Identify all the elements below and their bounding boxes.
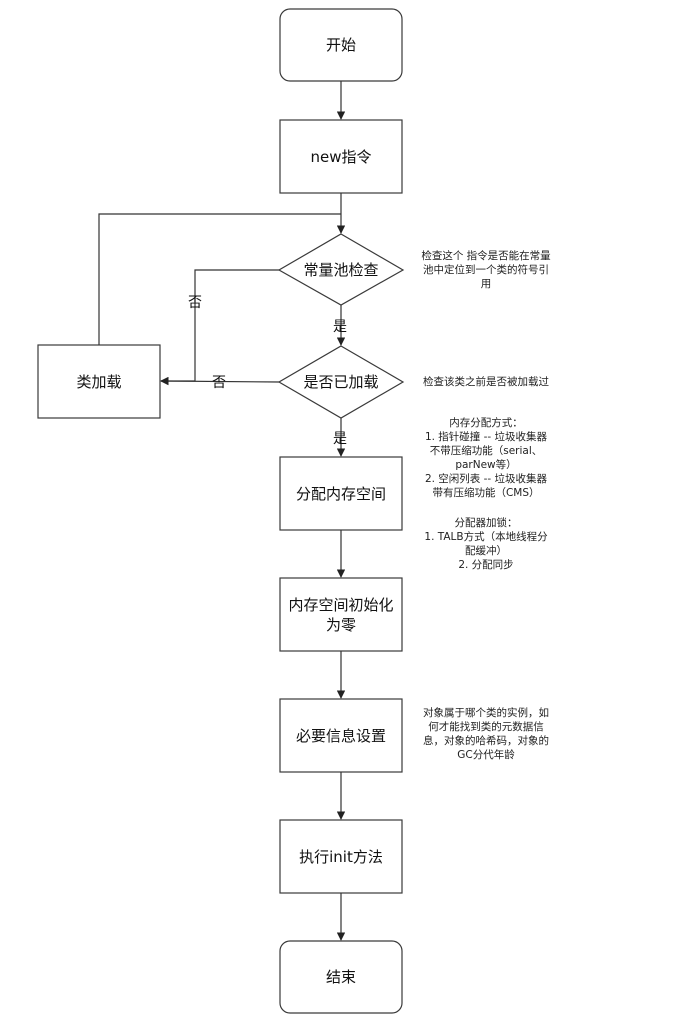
note-const-pool: 检查这个 指令是否能在常量 池中定位到一个类的符号引 用 [412,249,560,291]
init-zero-label-line2: 为零 [325,615,356,634]
note-alloc-lock: 分配器加锁： 1. TALB方式（本地线程分 配缓冲） 2. 分配同步 [412,516,560,572]
edge-label-loaded-no: 否 [212,375,226,391]
constant-pool-check-label: 常量池检查 [303,260,379,279]
init-zero-label: 内存空间初始化 为零 [280,578,402,651]
note-const-pool-line: 池中定位到一个类的符号引 [423,264,549,276]
note-set-info-line: GC分代年龄 [457,749,515,761]
class-load-node [37,344,161,419]
set-info-label: 必要信息设置 [295,726,386,745]
arrow-const-pool-no-to-class-load [160,269,279,386]
note-set-info: 对象属于哪个类的实例，如 何才能找到类的元数据信 息，对象的哈希码，对象的 GC… [412,706,560,762]
note-alloc-line: 不带压缩功能（serial、 [429,445,543,457]
note-set-info-line: 对象属于哪个类的实例，如 [423,707,549,719]
note-const-pool-line: 用 [480,278,492,290]
note-const-pool-line: 检查这个 指令是否能在常量 [421,250,551,262]
set-info-node [279,698,403,773]
edge-label-loaded-yes: 是 [333,431,347,447]
note-set-info-line: 何才能找到类的元数据信 [428,721,544,733]
edge-label-const-pool-yes: 是 [333,319,347,335]
init-zero-node [279,577,403,652]
note-alloc-lock-line: 1. TALB方式（本地线程分 [424,531,548,543]
allocate-memory-node [279,456,403,531]
note-loaded-line: 检查该类之前是否被加载过 [423,376,549,388]
init-zero-label-line1: 内存空间初始化 [288,595,394,614]
note-alloc-line: 1. 指针碰撞 -- 垃圾收集器 [424,431,548,443]
new-instruction-label: new指令 [310,147,372,166]
end-label: 结束 [325,968,356,986]
end-node [279,940,403,1014]
start-label: 开始 [325,36,356,54]
loaded-check-label: 是否已加载 [303,373,379,391]
arrow-class-load-back [98,213,341,345]
new-instruction-node [279,119,403,194]
note-set-info-line: 息，对象的哈希码，对象的 [423,735,549,747]
arrow-loaded-no-to-class-load [160,376,280,386]
note-alloc-line: parNew等） [455,459,517,471]
note-alloc-line: 内存分配方式： [449,417,523,429]
note-loaded: 检查该类之前是否被加载过 [412,375,560,389]
allocate-memory-label: 分配内存空间 [295,484,386,503]
note-alloc: 内存分配方式： 1. 指针碰撞 -- 垃圾收集器 不带压缩功能（serial、 … [412,416,560,500]
note-alloc-line: 2. 空闲列表 -- 垃圾收集器 [424,473,548,485]
class-load-label: 类加载 [76,372,122,391]
note-alloc-lock-line: 2. 分配同步 [458,559,514,571]
edge-label-const-pool-no: 否 [188,295,202,311]
note-alloc-line: 带有压缩功能（CMS） [432,487,540,499]
exec-init-label: 执行init方法 [299,847,383,866]
note-alloc-lock-line: 分配器加锁： [454,517,518,529]
note-alloc-lock-line: 配缓冲） [465,545,507,557]
